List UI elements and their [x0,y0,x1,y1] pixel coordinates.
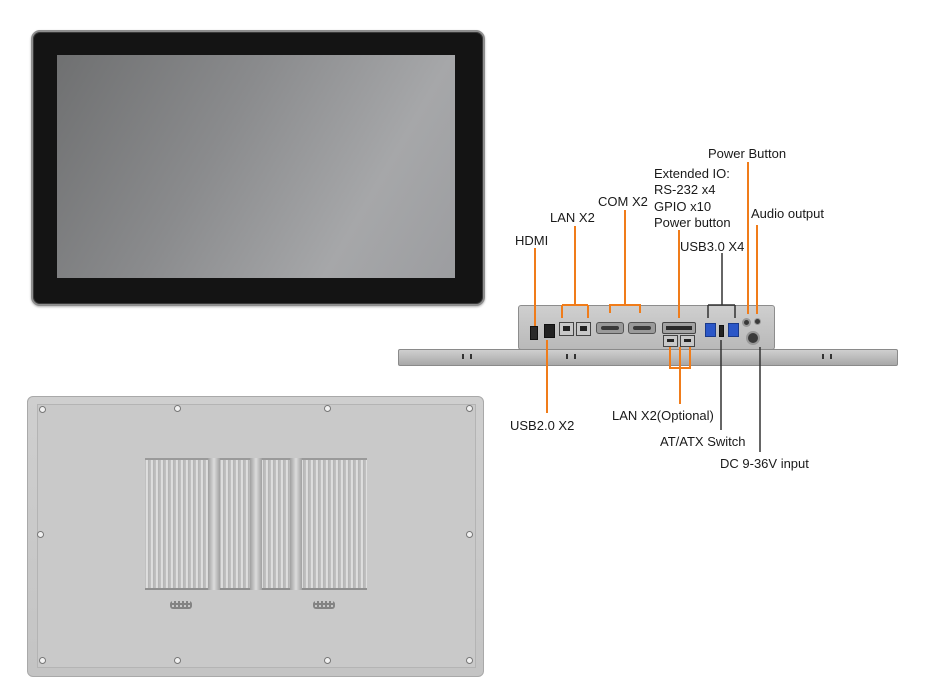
audio-jack [754,318,761,325]
usb2-label: USB2.0 X2 [510,418,575,433]
frame-slot [574,354,576,359]
dc-input-label: DC 9-36V input [720,456,809,471]
dc-input-jack [746,331,760,345]
usb2-port [544,324,555,338]
screw-icon [324,657,331,664]
com-callout [609,210,641,313]
usb3-callout [707,253,736,318]
screw-icon [39,657,46,664]
atx-switch-label: AT/ATX Switch [660,434,746,449]
extended-io-power: Power button [654,215,731,230]
usb3-port [728,323,739,337]
lan-optional-port [680,335,695,347]
vent-grille [313,601,335,609]
lan-optional-label: LAN X2(Optional) [612,408,714,423]
frame-slot [822,354,824,359]
audio-output-label: Audio output [751,206,825,221]
screw-icon [466,405,473,412]
frame-slot [566,354,568,359]
screw-icon [466,657,473,664]
frame-slot [830,354,832,359]
usb3-label: USB3.0 X4 [680,239,745,254]
lan-port [559,322,574,336]
heatsink-bracket [250,458,262,590]
com-label: COM X2 [598,194,648,209]
heatsink-bracket [208,458,220,590]
power-button-label: Power Button [708,146,787,161]
screw-icon [174,657,181,664]
heatsink-bracket [290,458,302,590]
hdmi-label: HDMI [515,233,549,248]
display-screen [57,55,455,278]
screw-icon [37,531,44,538]
bottom-frame [398,349,898,366]
hdmi-port [530,326,538,340]
screw-icon [324,405,331,412]
extended-io-port [662,322,696,334]
lan-label: LAN X2 [550,210,595,225]
lan-optional-port [663,335,678,347]
screw-icon [174,405,181,412]
atx-switch [719,325,724,337]
com-port [628,322,656,334]
extended-io-rs232: RS-232 x4 [654,182,716,197]
com-port [596,322,624,334]
extended-io-gpio: GPIO x10 [654,199,712,214]
frame-slot [462,354,464,359]
lan-port [576,322,591,336]
screw-icon [39,406,46,413]
lan-callout [561,226,589,318]
usb3-port [705,323,716,337]
power-button-icon [742,318,751,327]
frame-slot [470,354,472,359]
screw-icon [466,531,473,538]
vent-grille [170,601,192,609]
extended-io-title: Extended IO: [654,166,730,181]
lan-optional-callout [669,347,691,404]
